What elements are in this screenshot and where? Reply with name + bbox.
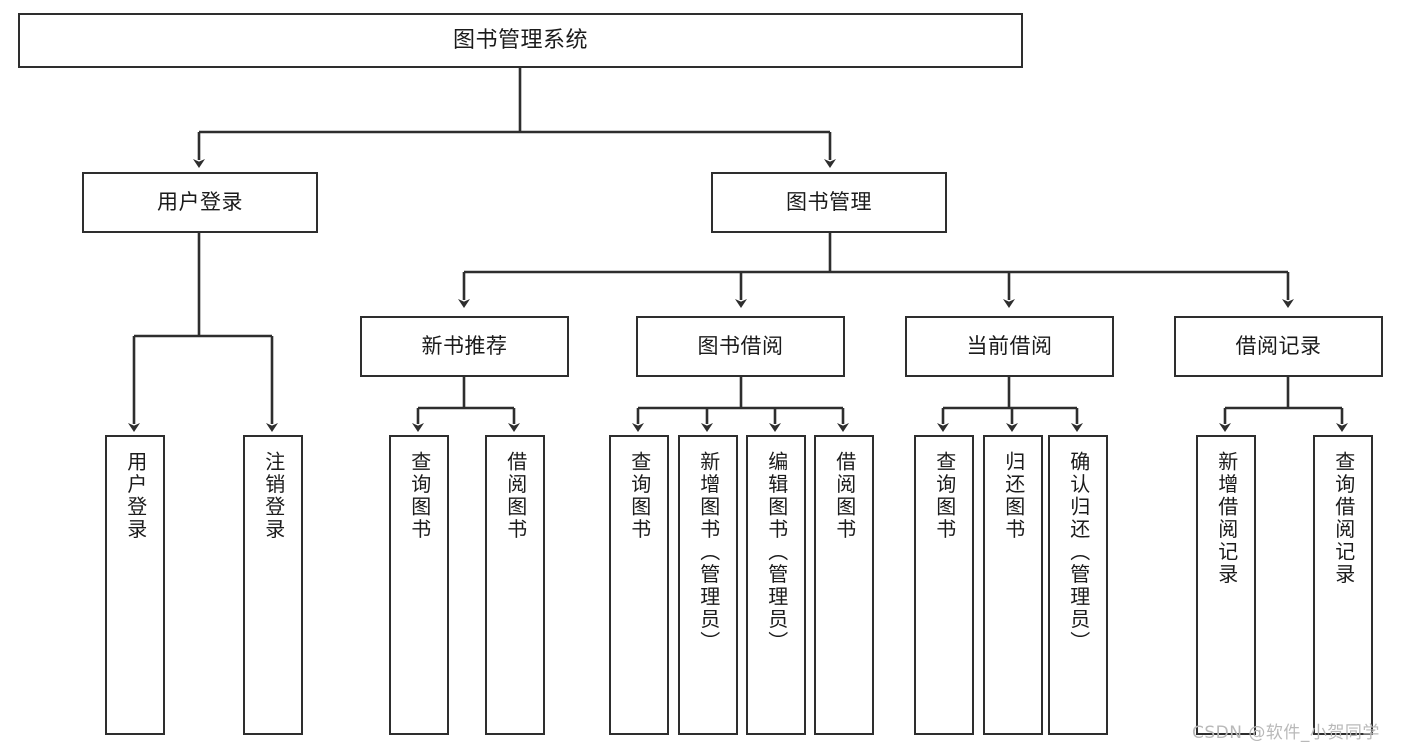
node-label: 查询借阅记录	[1331, 451, 1356, 586]
node-label: 新书推荐	[421, 334, 508, 359]
leaf-current-return-book[interactable]: 归还图书	[983, 435, 1043, 735]
node-book-management[interactable]: 图书管理	[711, 172, 947, 233]
leaf-borrow-add-book[interactable]: 新增图书（管理员）	[678, 435, 738, 735]
node-label: 归还图书	[1001, 451, 1026, 541]
node-label: 新增借阅记录	[1214, 451, 1239, 586]
node-user-login[interactable]: 用户登录	[82, 172, 318, 233]
node-label: 借阅图书	[832, 451, 857, 541]
node-label: 图书管理	[786, 190, 872, 215]
leaf-current-confirm-return[interactable]: 确认归还（管理员）	[1048, 435, 1108, 735]
leaf-borrow-query-book[interactable]: 查询图书	[609, 435, 669, 735]
csdn-watermark: CSDN @软件_小贺同学	[1192, 723, 1380, 743]
node-label: 用户登录	[157, 190, 243, 215]
node-label: 图书管理系统	[452, 27, 588, 53]
node-current-borrow[interactable]: 当前借阅	[905, 316, 1114, 377]
leaf-recommend-query-book[interactable]: 查询图书	[389, 435, 449, 735]
node-label: 查询图书	[407, 451, 432, 541]
node-label: 当前借阅	[966, 334, 1053, 359]
node-label: 新增图书（管理员）	[696, 451, 721, 654]
leaf-user-login[interactable]: 用户登录	[105, 435, 165, 735]
node-label: 查询图书	[627, 451, 652, 541]
leaf-borrow-edit-book[interactable]: 编辑图书（管理员）	[746, 435, 806, 735]
leaf-record-query[interactable]: 查询借阅记录	[1313, 435, 1373, 735]
leaf-recommend-borrow-book[interactable]: 借阅图书	[485, 435, 545, 735]
node-new-book-recommend[interactable]: 新书推荐	[360, 316, 569, 377]
node-label: 编辑图书（管理员）	[764, 451, 789, 654]
node-label: 确认归还（管理员）	[1066, 451, 1091, 654]
node-label: 注销登录	[261, 451, 286, 541]
node-root-system[interactable]: 图书管理系统	[18, 13, 1023, 68]
leaf-record-add[interactable]: 新增借阅记录	[1196, 435, 1256, 735]
node-label: 借阅图书	[503, 451, 528, 541]
node-label: 借阅记录	[1235, 334, 1322, 359]
node-book-borrow[interactable]: 图书借阅	[636, 316, 845, 377]
leaf-current-query-book[interactable]: 查询图书	[914, 435, 974, 735]
node-label: 查询图书	[932, 451, 957, 541]
leaf-borrow-borrow-book[interactable]: 借阅图书	[814, 435, 874, 735]
leaf-user-logout[interactable]: 注销登录	[243, 435, 303, 735]
node-label: 用户登录	[123, 451, 148, 541]
node-label: 图书借阅	[697, 334, 784, 359]
node-borrow-record[interactable]: 借阅记录	[1174, 316, 1383, 377]
